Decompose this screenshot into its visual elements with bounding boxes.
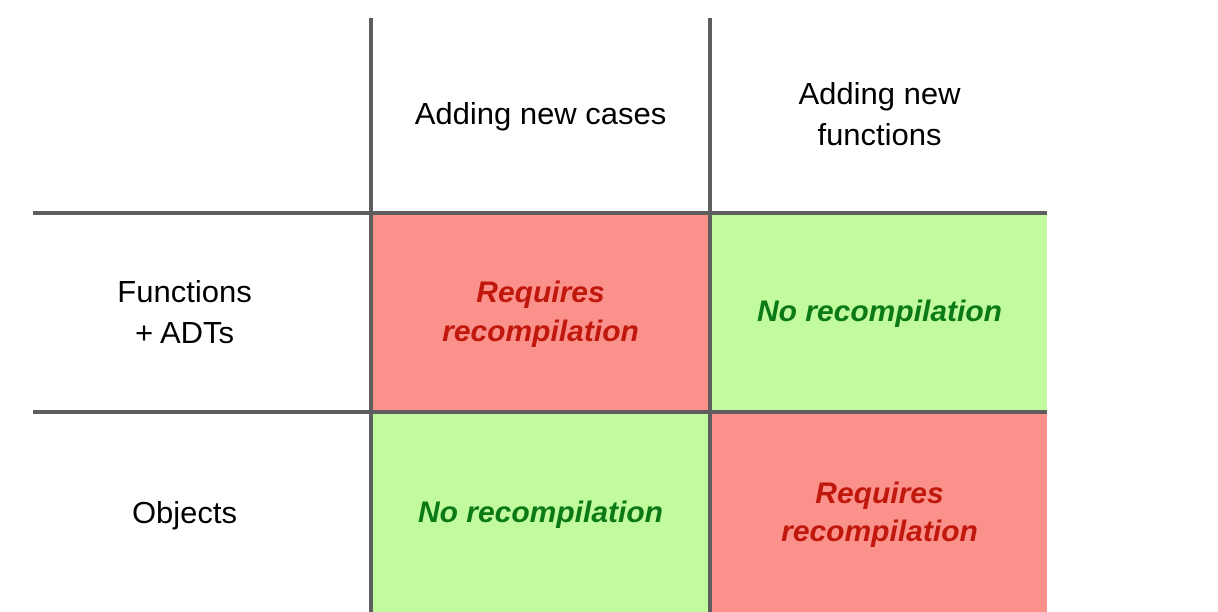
column-header-adding-new-cases: Adding new cases	[373, 18, 708, 211]
row-header-objects: Objects	[0, 414, 369, 612]
matrix-cell-label: No recompilation	[417, 495, 664, 529]
grid-line-horizontal-2	[33, 410, 1047, 414]
matrix-cell-objects-adding-new-cases: No recompilation	[373, 414, 708, 612]
row-header-label: Functions+ ADTs	[117, 273, 252, 350]
row-header-functions-adts: Functions+ ADTs	[0, 215, 369, 410]
row-header-label: Objects	[131, 494, 238, 530]
grid-line-vertical-2	[708, 18, 712, 612]
matrix-cell-label: No recompilation	[756, 295, 1003, 329]
matrix-cell-functions-adts-adding-new-functions: No recompilation	[712, 215, 1047, 410]
column-header-label: Adding new cases	[414, 96, 667, 132]
grid-line-vertical-1	[369, 18, 373, 612]
grid-line-horizontal-1	[33, 211, 1047, 215]
